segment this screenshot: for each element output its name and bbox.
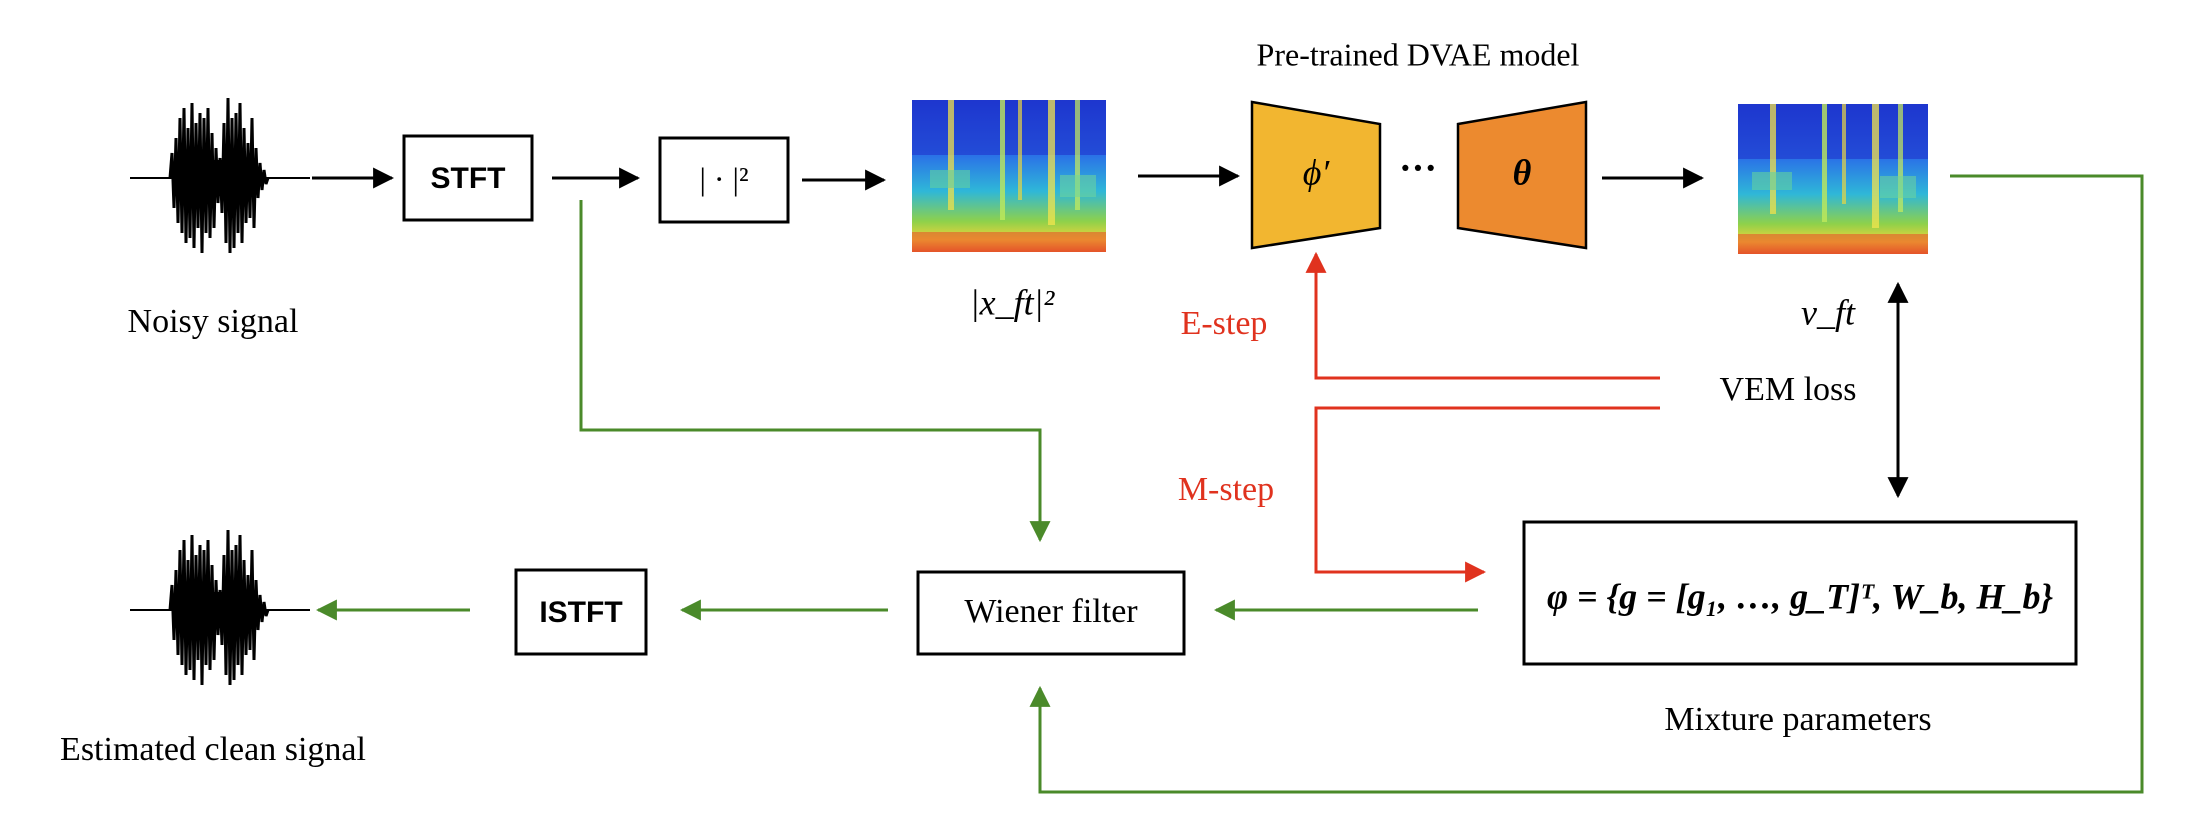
noisy-waveform-icon [128, 96, 312, 255]
vem-loss-label: VEM loss [1720, 371, 1857, 408]
ellipsis-label: ··· [1399, 148, 1437, 190]
e-step-arrow [1305, 251, 1660, 380]
noisy-signal-label: Noisy signal [128, 303, 299, 340]
input-spectrogram-image [912, 100, 1106, 252]
decoder-label: θ [1513, 152, 1532, 192]
power-block: | · |² [658, 136, 790, 224]
istft-block: ISTFT [514, 568, 648, 656]
stft-block: STFT [402, 134, 534, 222]
encoder-label: ϕ′ [1303, 152, 1331, 192]
spectrogram-out-label: v_ft [1801, 292, 1856, 332]
estimated-clean-signal-label: Estimated clean signal [60, 731, 366, 768]
wiener-filter-block: Wiener filter [916, 570, 1186, 656]
encoder-block: ϕ′ [1250, 100, 1382, 250]
wiener-filter-label: Wiener filter [964, 593, 1138, 630]
decoder-block: θ [1456, 100, 1588, 250]
e-step-label: E-step [1181, 305, 1268, 342]
istft-label: ISTFT [539, 596, 622, 629]
m-step-label: M-step [1178, 471, 1274, 508]
stft-label: STFT [431, 162, 506, 195]
spectrogram-in-label: |x_ft|² [970, 282, 1056, 322]
clean-waveform-icon [128, 528, 312, 687]
output-spectrogram-image [1738, 104, 1928, 254]
mixture-parameters-label: Mixture parameters [1664, 701, 1931, 738]
power-label: | · |² [699, 160, 748, 196]
variance-to-wiener-arrow [1029, 174, 2144, 794]
mixture-parameters-block: φ = {g = [g₁, …, g_T]ᵀ, W_b, H_b} [1522, 520, 2078, 666]
stft-to-wiener-arrow [579, 200, 1051, 543]
pretrained-dvae-title: Pre-trained DVAE model [1257, 36, 1580, 72]
mixture-formula: φ = {g = [g₁, …, g_T]ᵀ, W_b, H_b} [1547, 576, 2054, 616]
m-step-arrow [1314, 406, 1660, 583]
